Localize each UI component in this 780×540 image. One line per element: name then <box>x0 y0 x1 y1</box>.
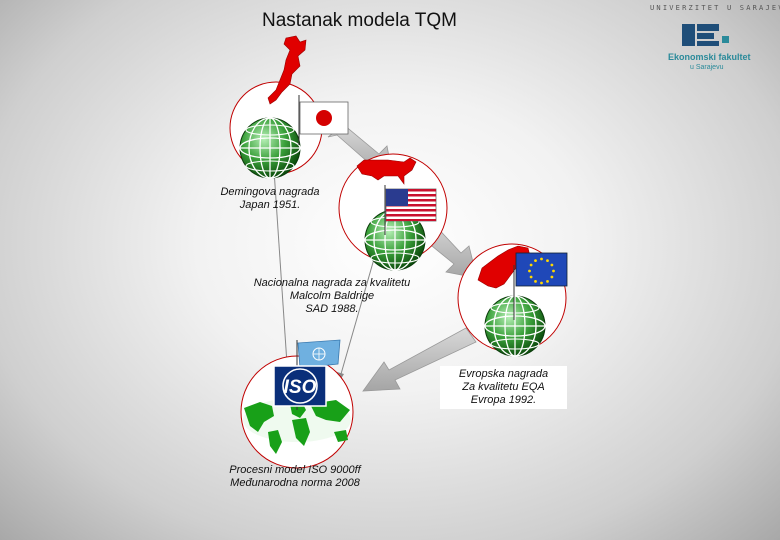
japan-node <box>229 35 349 179</box>
japan-label: Demingova nagrada Japan 1951. <box>220 186 320 211</box>
iso-node: ISO <box>240 339 354 469</box>
japan-map-icon <box>267 35 307 105</box>
iso-badge-text: ISO <box>284 377 317 398</box>
europe-node <box>457 243 568 357</box>
faculty-logo-icon <box>682 24 729 46</box>
faculty-city: u Sarajevu <box>690 64 724 71</box>
globe-icon <box>239 117 301 179</box>
europe-label: Evropska nagrada Za kvalitetu EQA Evropa… <box>440 366 567 409</box>
globe-icon <box>484 295 546 357</box>
university-name: UNIVERZITET U SARAJEVU <box>650 4 780 12</box>
iso-label: Procesni model ISO 9000ff Međunarodna no… <box>229 464 361 489</box>
faculty-name: Ekonomski fakultet <box>668 52 751 62</box>
page-title: Nastanak modela TQM <box>262 10 458 31</box>
usa-node <box>338 153 448 271</box>
un-flag-icon <box>297 339 341 369</box>
connector-japan-iso <box>272 154 288 365</box>
usa-map-icon <box>356 157 417 185</box>
usa-flag-icon <box>385 188 437 222</box>
arrow-europe-to-iso <box>362 327 477 392</box>
eu-flag-icon <box>515 252 568 287</box>
japan-flag-icon <box>299 101 349 135</box>
world-map-icon <box>243 398 351 454</box>
iso-logo-icon: ISO <box>273 365 327 407</box>
usa-label: Nacionalna nagrada za kvalitetu Malcolm … <box>253 277 411 315</box>
